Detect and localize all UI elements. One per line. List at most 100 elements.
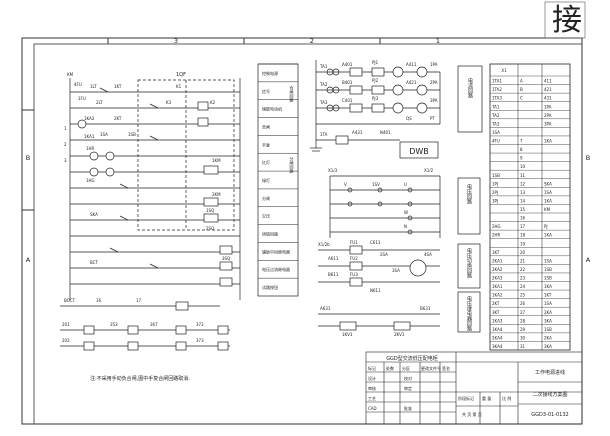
terminal-cell: 3PA bbox=[544, 121, 552, 126]
label-3: 3 bbox=[64, 158, 67, 163]
zone-letter-b-left: B bbox=[26, 154, 30, 162]
zone-letter-a-left: A bbox=[26, 256, 31, 264]
terminal-cell: 29 bbox=[520, 327, 526, 332]
label-1sv: 1SV bbox=[372, 182, 380, 187]
terminal-cell: 1TA1 bbox=[492, 79, 502, 84]
label-w: W bbox=[404, 210, 408, 215]
label-373: 373 bbox=[196, 338, 204, 343]
label-c611: C611 bbox=[370, 240, 381, 245]
label-1qf: 1QF bbox=[176, 72, 186, 78]
label-n401: N401 bbox=[380, 130, 391, 135]
project-name: 工作电源进线 bbox=[535, 369, 565, 376]
function-row-label: 红灯 bbox=[262, 159, 270, 165]
terminal-cell: 27 bbox=[520, 310, 526, 315]
terminal-cell: 1SA bbox=[544, 301, 552, 306]
terminal-cell: 1SA bbox=[544, 258, 552, 263]
terminal-cell: 2KT bbox=[492, 301, 500, 306]
label-3pa: 3PA bbox=[430, 98, 438, 103]
current-circuit bbox=[310, 60, 483, 152]
label-b631: B631 bbox=[420, 306, 431, 311]
label-2kv1: 2KV1 bbox=[394, 332, 405, 337]
terminal-cell: 1KA bbox=[544, 198, 552, 203]
terminal-cell: 7 bbox=[520, 139, 523, 144]
voltage-loop-title: 电压回路 bbox=[466, 183, 472, 205]
label-3sq: 3SQ bbox=[222, 256, 230, 261]
role-check: 校对 bbox=[404, 375, 412, 381]
drawing-title: 二次接线方案图 bbox=[532, 391, 567, 398]
terminal-cell: 2KA4 bbox=[492, 335, 503, 340]
col-header-mark: 标记 bbox=[368, 365, 376, 371]
label-201: 201 bbox=[62, 322, 70, 327]
label-367: 367 bbox=[150, 322, 158, 327]
function-row-label: 试跳按钮 bbox=[262, 284, 278, 290]
label-202: 202 bbox=[62, 338, 70, 343]
terminal-cell: 31 bbox=[520, 344, 526, 349]
label-1ta: 1TA bbox=[320, 132, 328, 137]
terminal-cell: 1SA bbox=[544, 190, 552, 195]
label-1sb: 1SB bbox=[128, 132, 136, 137]
label-3sa: 3SA bbox=[392, 268, 400, 273]
zone-letter-a-right: A bbox=[586, 256, 591, 264]
terminal-cell: 421 bbox=[544, 87, 552, 92]
terminal-cell: 2KA3 bbox=[492, 276, 503, 281]
label-a611: A611 bbox=[328, 256, 339, 261]
function-row-label: 合闸 bbox=[262, 123, 270, 129]
label-a421: A421 bbox=[406, 80, 417, 85]
function-row-group: 合闸回路 bbox=[290, 84, 295, 102]
terminal-cell: 23 bbox=[520, 276, 526, 281]
title-block-text: GGD型交流低压配电柜 标记 处数 分区 更改文件号 签名 设计 校对 审核 审… bbox=[368, 355, 569, 418]
terminal-cell: 12 bbox=[520, 181, 526, 186]
label-n611: N611 bbox=[370, 288, 381, 293]
terminal-cell: 13 bbox=[520, 190, 526, 195]
label-fu2: FU2 bbox=[350, 256, 358, 261]
terminal-cell: 3KA bbox=[544, 318, 552, 323]
label-fu3: FU3 bbox=[350, 272, 358, 277]
function-row-group: 分闸回路 bbox=[290, 156, 295, 174]
terminal-header-1: X1 bbox=[501, 68, 507, 73]
title-company: GGD型交流低压配电柜 bbox=[386, 355, 438, 362]
function-row-label: 手复 bbox=[262, 141, 270, 147]
label-ta2: TA2 bbox=[319, 82, 328, 87]
terminal-cell: 1PA bbox=[544, 104, 552, 109]
terminal-cell: PJ bbox=[544, 224, 548, 229]
role-process: 工艺 bbox=[368, 396, 376, 401]
function-row-label: 控制电源 bbox=[262, 70, 278, 76]
terminal-cell: 16 bbox=[520, 216, 526, 221]
terminal-cell: 2KA bbox=[544, 335, 552, 340]
corner-box bbox=[544, 1, 586, 39]
terminal-cell: 1SB bbox=[492, 173, 500, 178]
label-a401: A401 bbox=[342, 62, 353, 67]
terminal-cell: 3KA bbox=[544, 344, 552, 349]
label-16: 16 bbox=[96, 298, 102, 303]
label-2km: 2KM bbox=[212, 192, 221, 197]
terminal-cell: 1KT bbox=[492, 250, 500, 255]
function-row-label: 储能电动机 bbox=[262, 106, 282, 112]
terminal-cell: 1KA bbox=[544, 284, 552, 289]
terminal-cell: 1TA2 bbox=[492, 87, 502, 92]
label-1ka2: 1KA2 bbox=[84, 116, 95, 121]
label-k2: K2 bbox=[210, 100, 216, 105]
label-k1: K1 bbox=[176, 84, 182, 89]
zone-number-3: 3 bbox=[174, 37, 178, 45]
voltage-relay-title: 电压继电器回路 bbox=[466, 295, 472, 332]
terminal-cell: 1KA2 bbox=[492, 293, 503, 298]
terminal-cell: 1KA bbox=[544, 139, 552, 144]
terminal-cell: 1KT bbox=[544, 293, 552, 298]
label-1hr: 1HR bbox=[86, 146, 95, 151]
dwb-label: DWB bbox=[409, 147, 429, 156]
label-2kt: 2KT bbox=[114, 116, 122, 121]
label-ta1: TA1 bbox=[319, 64, 328, 69]
label-a411: A411 bbox=[406, 62, 417, 67]
terminal-cell: 1SA bbox=[492, 130, 500, 135]
label-b401: B401 bbox=[342, 80, 353, 85]
role-design: 设计 bbox=[368, 375, 376, 381]
function-row-label: 信号 bbox=[262, 88, 270, 94]
label-1kv1: 1KV1 bbox=[342, 332, 353, 337]
terminal-cell: 24 bbox=[520, 284, 526, 289]
terminal-cell: 2KA2 bbox=[492, 267, 503, 272]
label-2pa: 2PA bbox=[430, 80, 438, 85]
terminal-cell: 28 bbox=[520, 318, 526, 323]
